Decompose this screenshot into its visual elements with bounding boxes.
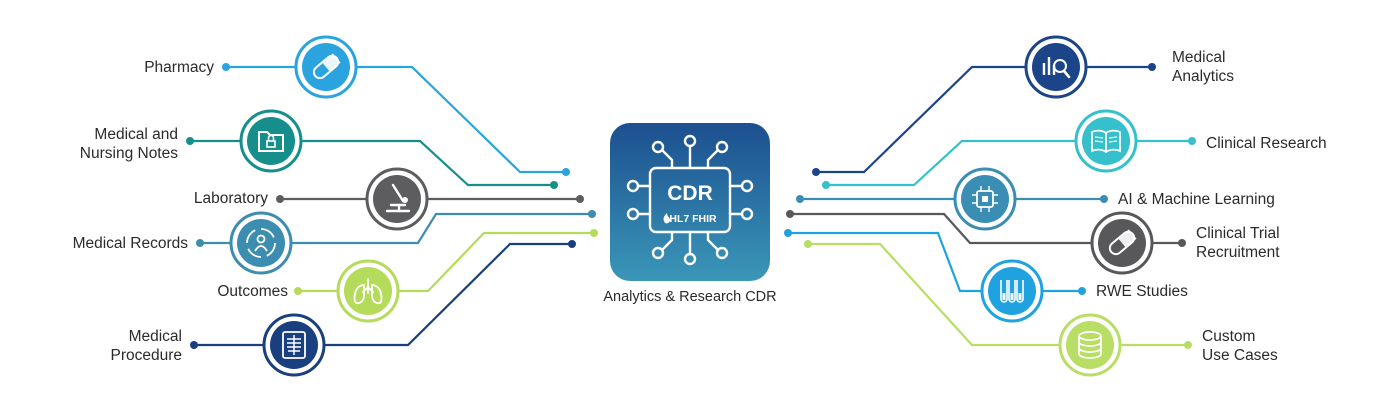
medical-procedure-node [262, 313, 326, 377]
nursing-notes-label: Medical and Nursing Notes [79, 126, 178, 162]
medical-analytics-endpoint-dot [812, 168, 820, 176]
medical-procedure-label: Medical Procedure [110, 328, 182, 364]
flame-icon [663, 213, 670, 224]
nursing-notes-connector [190, 139, 554, 187]
capsule-icon [1108, 229, 1137, 256]
outcomes-endpoint-dot [294, 287, 302, 295]
cdr-hub: CDR HL7 FHIR [610, 123, 770, 281]
clinical-trial-label: Clinical Trial Recruitment [1196, 225, 1280, 261]
pharmacy-endpoint-dot [222, 63, 230, 71]
clinical-trial-node [1090, 211, 1154, 275]
outcomes-node [336, 259, 400, 323]
hl7-fhir-text: HL7 FHIR [669, 213, 717, 225]
rwe-studies-node [980, 259, 1044, 323]
medical-records-endpoint-dot [196, 239, 204, 247]
pill-icon [312, 53, 341, 80]
ai-ml-label: AI & Machine Learning [1118, 191, 1275, 208]
pharmacy-node [294, 35, 358, 99]
pharmacy-label: Pharmacy [144, 59, 214, 76]
ai-ml-node [953, 167, 1017, 231]
patient-record-icon [246, 228, 276, 258]
custom-use-cases-endpoint-dot [1184, 341, 1192, 349]
center-title: Analytics & Research CDR [603, 289, 777, 305]
cdr-badge-text: CDR [667, 182, 713, 205]
clinical-research-label: Clinical Research [1206, 135, 1327, 152]
pharmacy-endpoint-dot [562, 168, 570, 176]
laboratory-node [365, 167, 429, 231]
lungs-icon [353, 278, 383, 305]
rwe-studies-endpoint-dot [784, 229, 792, 237]
chip-icon [626, 134, 754, 266]
nursing-notes-node [239, 109, 303, 173]
open-book-icon [1091, 129, 1121, 154]
database-icon [1078, 331, 1102, 359]
test-tubes-icon [1000, 280, 1024, 303]
clinical-trial-endpoint-dot [786, 210, 794, 218]
nursing-notes-endpoint-dot [550, 181, 558, 189]
clinical-research-node [1074, 109, 1138, 173]
medical-analytics-label: Medical Analytics [1172, 49, 1235, 85]
custom-use-cases-endpoint-dot [804, 240, 812, 248]
xray-icon [282, 331, 306, 359]
outcomes-label: Outcomes [217, 283, 288, 300]
medical-records-node [229, 211, 293, 275]
ai-chip-icon [972, 186, 998, 212]
clinical-trial-connector [790, 212, 1182, 245]
clinical-trial-endpoint-dot [1178, 239, 1186, 247]
nursing-notes-endpoint-dot [186, 137, 194, 145]
analytics-search-icon [1042, 57, 1071, 79]
medical-analytics-node [1024, 35, 1088, 99]
ai-ml-endpoint-dot [1100, 195, 1108, 203]
rwe-studies-endpoint-dot [1078, 287, 1086, 295]
medical-procedure-endpoint-dot [568, 240, 576, 248]
folder-lock-icon [258, 131, 284, 152]
microscope-icon [385, 183, 411, 213]
medical-records-endpoint-dot [588, 210, 596, 218]
laboratory-label: Laboratory [193, 190, 268, 207]
outcomes-endpoint-dot [590, 229, 598, 237]
custom-use-cases-node [1058, 313, 1122, 377]
laboratory-endpoint-dot [576, 195, 584, 203]
clinical-research-endpoint-dot [1188, 137, 1196, 145]
medical-records-label: Medical Records [72, 235, 188, 252]
medical-procedure-endpoint-dot [190, 341, 198, 349]
medical-records-connector [200, 212, 592, 245]
rwe-studies-label: RWE Studies [1096, 283, 1188, 300]
laboratory-endpoint-dot [276, 195, 284, 203]
medical-analytics-endpoint-dot [1148, 63, 1156, 71]
custom-use-cases-label: Custom Use Cases [1202, 328, 1278, 364]
clinical-research-connector [826, 139, 1192, 187]
ai-ml-endpoint-dot [796, 195, 804, 203]
clinical-research-endpoint-dot [822, 181, 830, 189]
